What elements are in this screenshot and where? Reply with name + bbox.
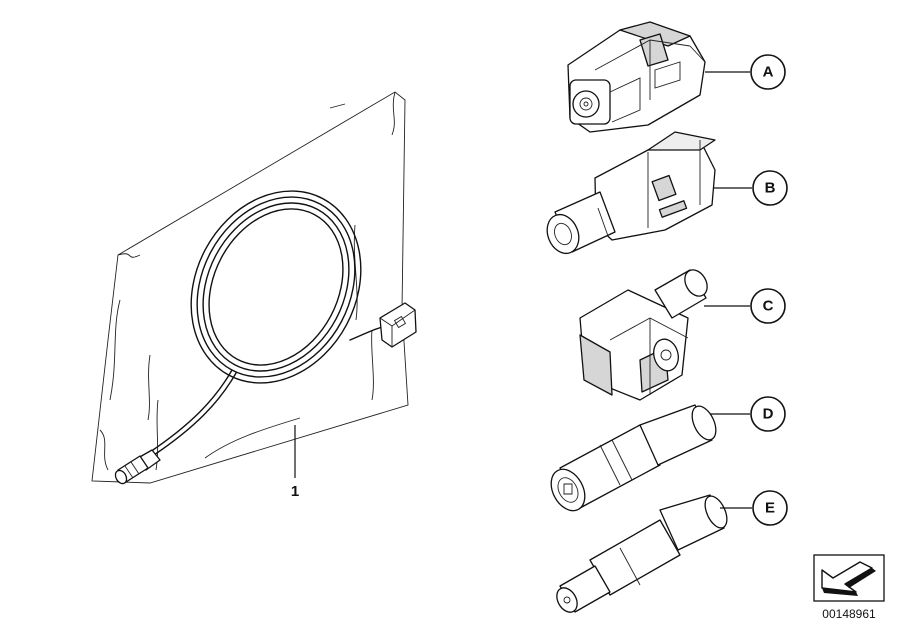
- callout-b-letter: B: [765, 180, 776, 197]
- cable-end-socket: [379, 302, 417, 348]
- reference-icon-box: [813, 554, 885, 602]
- connector-e-drawing: [556, 494, 728, 613]
- callout-e: E: [720, 490, 788, 526]
- callout-d-letter: D: [763, 406, 774, 423]
- callout-c: C: [704, 288, 786, 324]
- connector-c-drawing: [579, 269, 708, 401]
- antenna-cable-coil: [149, 190, 383, 456]
- connector-a-drawing: [567, 21, 706, 133]
- callout-d: D: [710, 396, 786, 432]
- callout-b: B: [714, 170, 788, 206]
- callout-a-letter: A: [763, 64, 774, 81]
- cable-end-plug: [114, 449, 161, 485]
- connector-d-drawing: [550, 404, 717, 512]
- callout-c-letter: C: [763, 298, 774, 315]
- callout-a: A: [705, 54, 786, 90]
- connector-b-drawing: [546, 131, 716, 255]
- callout-e-letter: E: [765, 500, 775, 517]
- arrow-icon: [821, 561, 873, 593]
- cable-kit-bag: [91, 91, 409, 484]
- part-number-label: 1: [291, 483, 299, 500]
- document-number: 00148961: [822, 607, 876, 621]
